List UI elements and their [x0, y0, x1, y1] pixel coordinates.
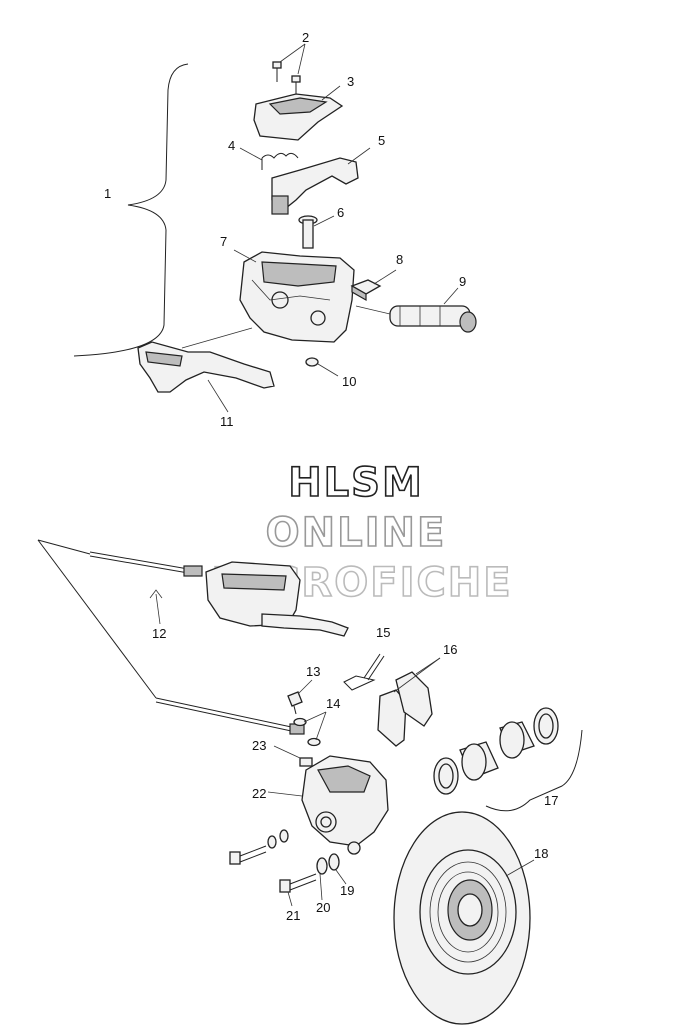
part-17-pistons-seals	[433, 707, 583, 812]
callout-4: 4	[228, 138, 235, 153]
callout-15: 15	[376, 625, 390, 640]
callout-20: 20	[316, 900, 330, 915]
callout-16: 16	[443, 642, 457, 657]
callout-3: 3	[347, 74, 354, 89]
watermark-line-1: HLSM	[288, 460, 424, 506]
callout-5: 5	[378, 133, 385, 148]
callout-17: 17	[544, 793, 558, 808]
callout-12: 12	[152, 626, 166, 641]
part-14-washers	[293, 711, 327, 747]
callout-21: 21	[286, 908, 300, 923]
part-23-bleeder	[273, 745, 313, 767]
callout-23: 23	[252, 738, 266, 753]
part-21-bolts	[229, 829, 317, 907]
part-19-20-washers	[316, 853, 347, 901]
callout-19: 19	[340, 883, 354, 898]
part-12-hose	[37, 539, 305, 735]
assembled-master-cylinder	[205, 561, 349, 637]
callout-22: 22	[252, 786, 266, 801]
callout-1: 1	[104, 186, 111, 201]
watermark-line-2: ONLINE	[266, 510, 447, 556]
part-9-piston	[355, 287, 477, 333]
part-4-spring	[239, 147, 299, 170]
callout-18: 18	[534, 846, 548, 861]
callout-labels: 1 2 3 4 5 6 7 8 9 10 11 12 13 14 15 16 1…	[104, 30, 558, 923]
group-1-bracket	[73, 63, 189, 357]
callout-14: 14	[326, 696, 340, 711]
part-7-master-cylinder-body	[233, 249, 355, 343]
callout-9: 9	[459, 274, 466, 289]
callout-11: 11	[220, 414, 234, 429]
part-2-screws	[272, 43, 306, 96]
callout-2: 2	[302, 30, 309, 45]
part-3-cover	[253, 85, 344, 141]
part-22-caliper-body	[267, 755, 389, 855]
part-13-bleeder	[287, 679, 313, 715]
part-16-brake-pads	[377, 657, 441, 747]
part-11-lever	[137, 327, 275, 413]
callout-6: 6	[337, 205, 344, 220]
callout-13: 13	[306, 664, 320, 679]
part-8-block	[350, 269, 397, 302]
part-18-brake-disc	[393, 811, 535, 1025]
callout-10: 10	[342, 374, 356, 389]
callout-7: 7	[220, 234, 227, 249]
callout-8: 8	[396, 252, 403, 267]
part-15-clip	[343, 653, 385, 691]
part-10-clip	[305, 357, 339, 377]
part-5-lever-blade	[271, 147, 371, 215]
part-6-pin	[298, 215, 335, 249]
